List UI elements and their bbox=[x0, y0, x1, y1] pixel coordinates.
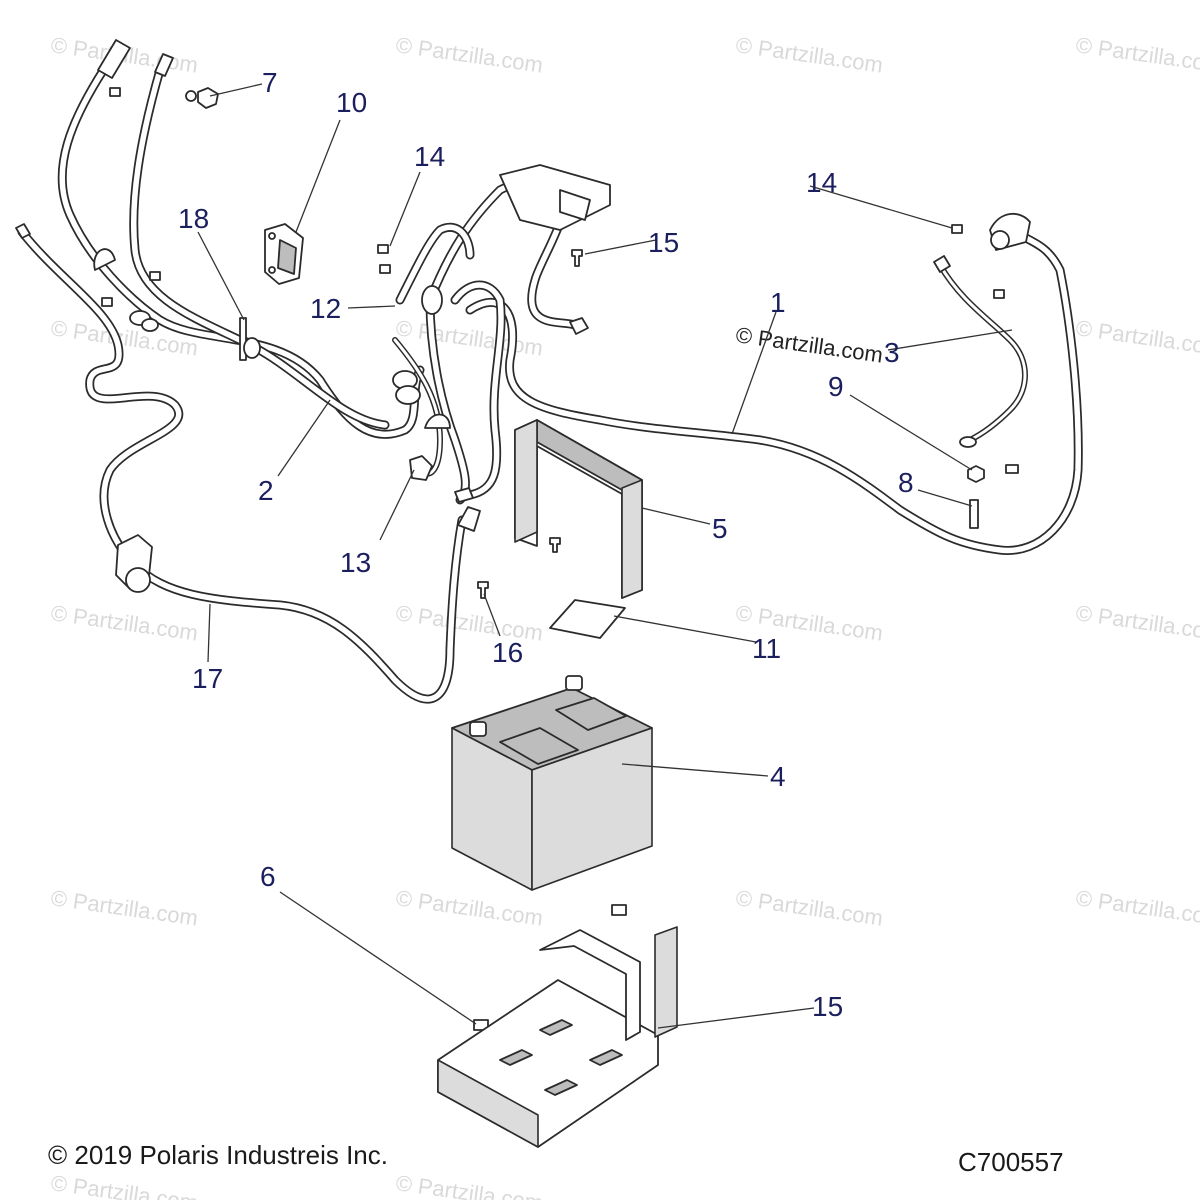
ring-terminal bbox=[457, 506, 481, 532]
callout-19: 18 bbox=[178, 203, 209, 234]
nut-14 bbox=[377, 244, 389, 254]
watermark: © Partzilla.com bbox=[1074, 32, 1200, 77]
callout-1: 1 bbox=[770, 287, 786, 318]
loop-clip bbox=[424, 413, 451, 429]
callout-6: 6 bbox=[260, 861, 276, 892]
terminal-boot-end bbox=[125, 567, 151, 593]
callout-2: 2 bbox=[258, 475, 274, 506]
nut-7 bbox=[197, 87, 219, 109]
watermark: © Partzilla.com bbox=[49, 600, 199, 645]
tray-slot bbox=[589, 1049, 623, 1066]
nut bbox=[993, 289, 1005, 299]
callout-17: 16 bbox=[492, 637, 523, 668]
watermark: © Partzilla.com bbox=[1074, 885, 1200, 930]
callout-10: 10 bbox=[336, 87, 367, 118]
nut bbox=[109, 87, 121, 97]
cable-2-ring bbox=[154, 53, 174, 77]
battery-4 bbox=[451, 675, 653, 891]
ring-terminal bbox=[959, 436, 977, 448]
screw bbox=[549, 537, 561, 553]
cable-1 bbox=[425, 164, 1083, 555]
watermark: © Partzilla.com bbox=[49, 1170, 199, 1200]
callout-4: 4 bbox=[770, 761, 786, 792]
callout-13: 13 bbox=[340, 547, 371, 578]
callout-14b: 14 bbox=[806, 167, 837, 198]
tray-15 bbox=[437, 926, 678, 1148]
nut bbox=[149, 271, 161, 281]
relay-10 bbox=[264, 223, 304, 285]
screw-9 bbox=[1005, 464, 1019, 474]
watermark: © Partzilla.com bbox=[394, 885, 544, 930]
clip bbox=[141, 318, 159, 332]
screw-16 bbox=[571, 249, 583, 267]
tray-slot bbox=[499, 1049, 533, 1066]
callout-8: 8 bbox=[898, 467, 914, 498]
tray-slot bbox=[544, 1079, 578, 1096]
grommet bbox=[395, 385, 421, 405]
battery-post bbox=[565, 675, 583, 691]
pad-11 bbox=[549, 599, 626, 639]
battery-post bbox=[469, 721, 487, 737]
cable-2 bbox=[57, 39, 425, 439]
watermark: © Partzilla.com bbox=[394, 1170, 544, 1200]
callout-3: 3 bbox=[884, 337, 900, 368]
watermark: © Partzilla.com bbox=[49, 315, 199, 360]
watermark: © Partzilla.com bbox=[734, 885, 884, 930]
callout-18: 17 bbox=[192, 663, 223, 694]
center-watermark: © Partzilla.com bbox=[734, 322, 884, 367]
callouts: 7 10 14 18 12 15 14 1 3 9 8 2 5 13 11 16… bbox=[178, 67, 914, 1022]
watermark: © Partzilla.com bbox=[49, 885, 199, 930]
cable-2-terminal bbox=[97, 39, 131, 79]
ring-terminal bbox=[454, 487, 474, 503]
cable-tie-19 bbox=[239, 317, 261, 361]
callout-9: 9 bbox=[828, 371, 844, 402]
nut bbox=[101, 297, 113, 307]
cable-end bbox=[15, 223, 31, 239]
cable-3 bbox=[933, 255, 1028, 448]
nut-14 bbox=[951, 224, 963, 234]
ring-terminal bbox=[933, 255, 951, 273]
callout-11: 11 bbox=[752, 633, 781, 664]
hardware bbox=[101, 87, 1019, 1031]
tray-slot bbox=[539, 1019, 573, 1036]
copyright-notice: © 2019 Polaris Industreis Inc. bbox=[48, 1140, 388, 1170]
washer-7 bbox=[185, 90, 197, 102]
callout-5: 5 bbox=[712, 513, 728, 544]
screw-17 bbox=[477, 581, 489, 599]
bolt bbox=[611, 904, 627, 916]
callout-7: 7 bbox=[262, 67, 278, 98]
bracket-connector bbox=[499, 164, 611, 231]
bracket-connector-tab bbox=[559, 189, 591, 221]
bracket-5 bbox=[514, 419, 643, 599]
watermark: © Partzilla.com bbox=[1074, 315, 1200, 360]
callout-16: 15 bbox=[648, 227, 679, 258]
callout-12: 12 bbox=[310, 293, 341, 324]
watermark: © Partzilla.com bbox=[1074, 600, 1200, 645]
watermark: © Partzilla.com bbox=[394, 32, 544, 77]
harness-center bbox=[392, 223, 506, 505]
watermark: © Partzilla.com bbox=[734, 32, 884, 77]
figure-code: C700557 bbox=[958, 1147, 1064, 1177]
grommet bbox=[421, 285, 443, 315]
stud-8 bbox=[969, 499, 979, 529]
loop-clip bbox=[93, 248, 116, 271]
callout-14: 14 bbox=[414, 141, 445, 172]
cable-1-boot-end bbox=[990, 230, 1010, 250]
watermark: © Partzilla.com bbox=[394, 315, 544, 360]
callout-15: 15 bbox=[812, 991, 843, 1022]
cable-18 bbox=[15, 223, 481, 704]
ring-terminal bbox=[569, 317, 589, 335]
nut bbox=[379, 264, 391, 274]
leader-lines bbox=[197, 83, 1013, 1029]
